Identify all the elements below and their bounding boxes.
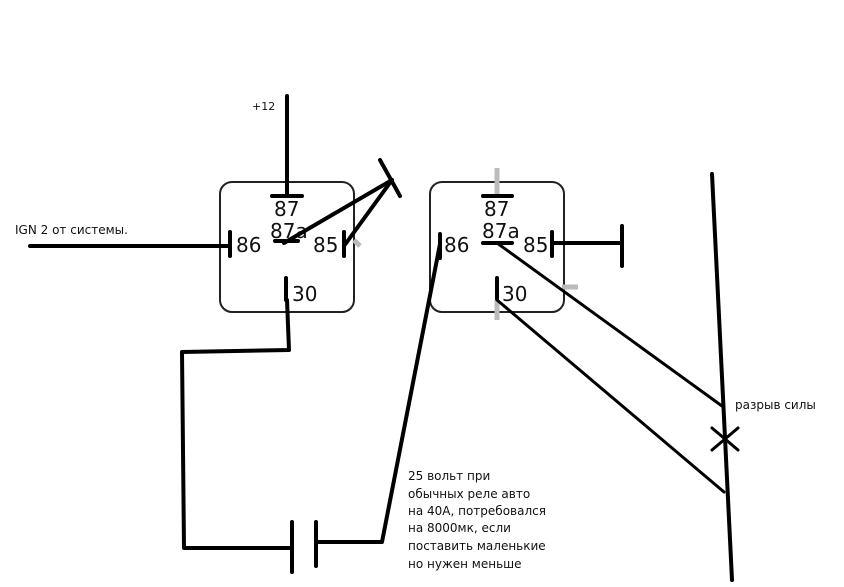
ign-label: IGN 2 от системы.	[15, 223, 128, 237]
relay-right-pin85-label: 85	[523, 233, 548, 257]
break-mark-stroke-2	[710, 426, 740, 452]
note-line-5: поставить маленькие	[408, 539, 546, 553]
arrow-head	[378, 158, 402, 198]
relay-left-pin85-label: 85	[313, 233, 338, 257]
link-87a-to-arrow	[282, 178, 394, 245]
wire-30-to-capacitor	[180, 298, 294, 550]
relay-right: 87 87a 86 85 30	[429, 168, 578, 320]
plus12-label: +12	[252, 100, 275, 113]
relay-right-pin86-label: 86	[444, 233, 469, 257]
break-label: разрыв силы	[735, 398, 816, 412]
note-line-3: на 40А, потребовался	[408, 504, 546, 518]
break-mark	[710, 426, 740, 452]
relay-left-pin87-label: 87	[274, 197, 299, 221]
capacitor-note: 25 вольт при обычных реле авто на 40А, п…	[408, 469, 546, 571]
note-line-1: 25 вольт при	[408, 469, 490, 483]
wire-30-to-power	[495, 298, 726, 494]
relay-right-pin87-label: 87	[484, 197, 509, 221]
capacitor	[290, 520, 318, 574]
note-line-6: но нужен меньше	[408, 557, 522, 571]
relay-left-pin86-label: 86	[236, 233, 261, 257]
relay-right-pin87a-label: 87a	[482, 219, 520, 243]
wire-capacitor-to-86	[314, 242, 442, 544]
note-line-4: на 8000мк, если	[408, 521, 511, 535]
relay-left: 87 87a 86 85 30	[219, 181, 355, 313]
link-85-to-arrow	[342, 178, 394, 248]
left-grey-mark	[352, 238, 362, 248]
relay-left-pin30-label: 30	[292, 282, 317, 306]
wire-87a-to-power	[495, 241, 724, 408]
power-line	[710, 172, 734, 582]
note-line-2: обычных реле авто	[408, 487, 530, 501]
relay-right-pin30-label: 30	[502, 282, 527, 306]
